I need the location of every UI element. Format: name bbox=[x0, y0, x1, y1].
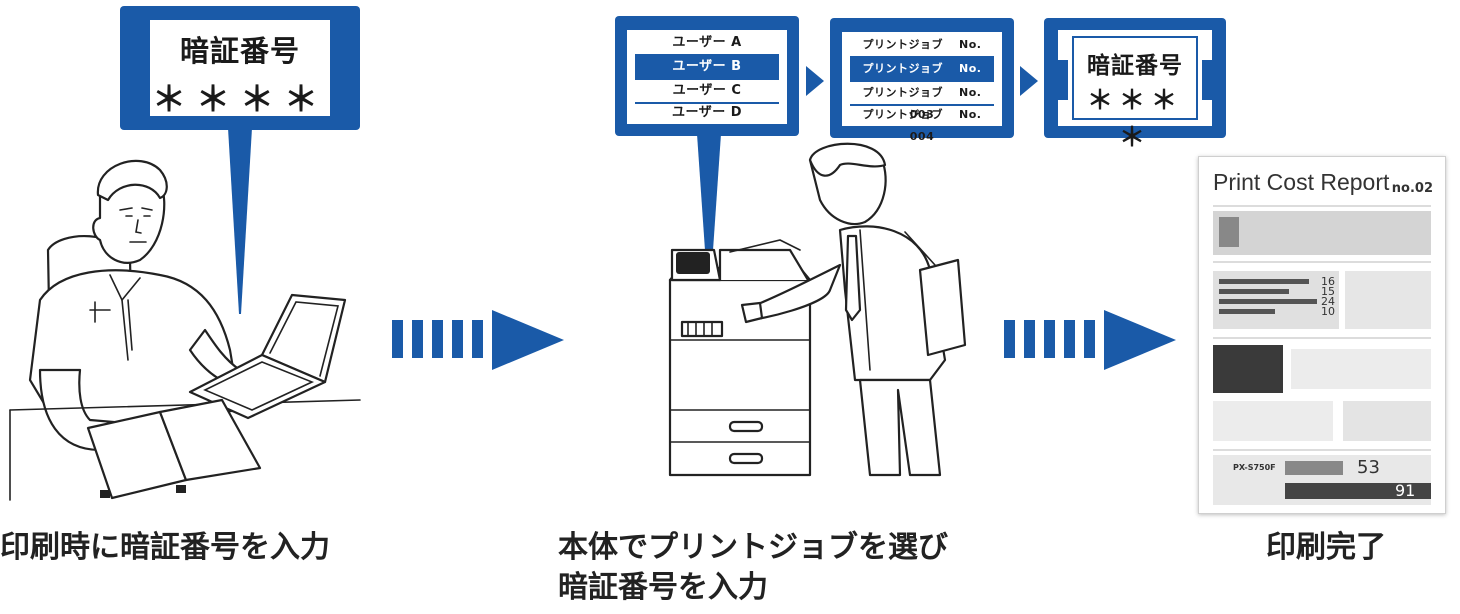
job-label: プリントジョブ bbox=[862, 108, 944, 121]
pin-callout-pointer bbox=[228, 128, 252, 314]
arrow-right-2 bbox=[1004, 310, 1184, 390]
report-title: Print Cost Report bbox=[1213, 169, 1390, 195]
step2-caption-line1: 本体でプリントジョブを選び bbox=[558, 530, 948, 565]
job-number: No. 002 bbox=[909, 62, 982, 97]
pin-callout-mask: ＊＊＊＊ bbox=[152, 80, 328, 120]
job-label: プリントジョブ bbox=[862, 62, 944, 75]
pin-callout-title: 暗証番号 bbox=[179, 34, 300, 68]
user-list-label: ユーザー A bbox=[672, 35, 742, 50]
print-cost-report-page: Print Cost Report no.02 16 15 24 10 PX-S… bbox=[1198, 156, 1446, 514]
user-list-label: ユーザー D bbox=[671, 105, 743, 120]
report-model: PX-S750F bbox=[1233, 463, 1276, 472]
user-list-panel: ユーザー A ユーザー B ユーザー C ユーザー D bbox=[615, 16, 799, 136]
step2-caption: 本体でプリントジョブを選び 暗証番号を入力 bbox=[558, 528, 948, 608]
user-list-pointer bbox=[697, 134, 721, 294]
report-big-value-1: 53 bbox=[1357, 457, 1380, 478]
user-list-item[interactable]: ユーザー C bbox=[635, 80, 779, 104]
user-list-label: ユーザー C bbox=[672, 83, 742, 98]
printer-and-man-illustration bbox=[668, 142, 967, 477]
pin-entry-panel: 暗証番号 ＊＊＊＊ bbox=[1044, 18, 1226, 153]
pin-callout: 暗証番号 ＊＊＊＊ bbox=[120, 6, 360, 130]
user-list-item-selected[interactable]: ユーザー B bbox=[635, 56, 779, 80]
job-label: プリントジョブ bbox=[862, 86, 944, 99]
user-list-label: ユーザー B bbox=[672, 59, 742, 74]
chevron-right-icon bbox=[1020, 66, 1038, 96]
step3-caption: 印刷完了 bbox=[1266, 530, 1386, 565]
user-list-item[interactable]: ユーザー D bbox=[635, 102, 779, 124]
report-value: 10 bbox=[1321, 305, 1335, 318]
arrow-right-1 bbox=[392, 310, 572, 390]
report-big-value-2: 91 bbox=[1395, 481, 1416, 500]
job-label: プリントジョブ bbox=[862, 38, 944, 51]
report-value: 24 bbox=[1321, 295, 1335, 308]
step2-caption-line2: 暗証番号を入力 bbox=[558, 570, 768, 605]
chevron-right-icon bbox=[806, 66, 824, 96]
man-at-laptop-illustration bbox=[9, 159, 361, 501]
job-number: No. 003 bbox=[909, 86, 982, 121]
report-value: 16 bbox=[1321, 275, 1335, 288]
job-number: No. 004 bbox=[909, 108, 982, 143]
report-photo bbox=[1213, 345, 1283, 393]
report-value: 15 bbox=[1321, 285, 1335, 298]
pin-entry-mask[interactable]: ＊＊＊＊ bbox=[1086, 86, 1183, 153]
step1-caption: 印刷時に暗証番号を入力 bbox=[0, 530, 330, 565]
pin-entry-title: 暗証番号 bbox=[1087, 53, 1183, 79]
report-number: no.02 bbox=[1391, 181, 1433, 196]
user-list-item[interactable]: ユーザー A bbox=[635, 32, 779, 56]
